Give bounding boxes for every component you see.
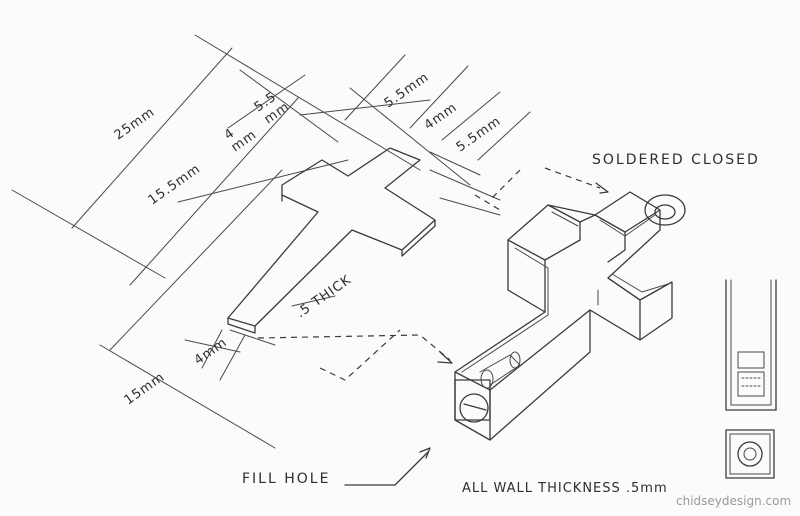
dimension-lines bbox=[11, 34, 531, 449]
hollow-cross-3d bbox=[454, 191, 686, 441]
soldered-arrow-icon bbox=[595, 182, 609, 194]
label-5-5mm-arm-right: 5.5mm bbox=[454, 114, 504, 156]
fill-arrow-icon bbox=[437, 351, 453, 364]
label-fill-hole: FILL HOLE bbox=[242, 471, 330, 487]
fill-hole-arrow-icon bbox=[419, 447, 431, 459]
label-4mm-bottom: 4mm bbox=[192, 335, 231, 368]
end-view bbox=[725, 429, 775, 479]
watermark: chidseydesign.com bbox=[676, 494, 791, 508]
side-view bbox=[725, 279, 777, 411]
fill-hole-leader bbox=[344, 451, 429, 486]
flat-cross-sketch bbox=[227, 147, 436, 334]
projection-lines bbox=[257, 167, 601, 381]
label-thick: .5 THICK bbox=[294, 272, 355, 321]
label-4mm-arm: 4mm bbox=[422, 100, 461, 133]
label-soldered-closed: SOLDERED CLOSED bbox=[592, 152, 760, 168]
label-25mm: 25mm bbox=[112, 105, 158, 144]
label-5-5mm-arm-left: 5.5mm bbox=[382, 70, 432, 112]
label-wall-thickness: ALL WALL THICKNESS .5mm bbox=[462, 481, 668, 496]
label-15-5mm: 15.5mm bbox=[146, 161, 204, 208]
label-15mm: 15mm bbox=[122, 370, 168, 409]
